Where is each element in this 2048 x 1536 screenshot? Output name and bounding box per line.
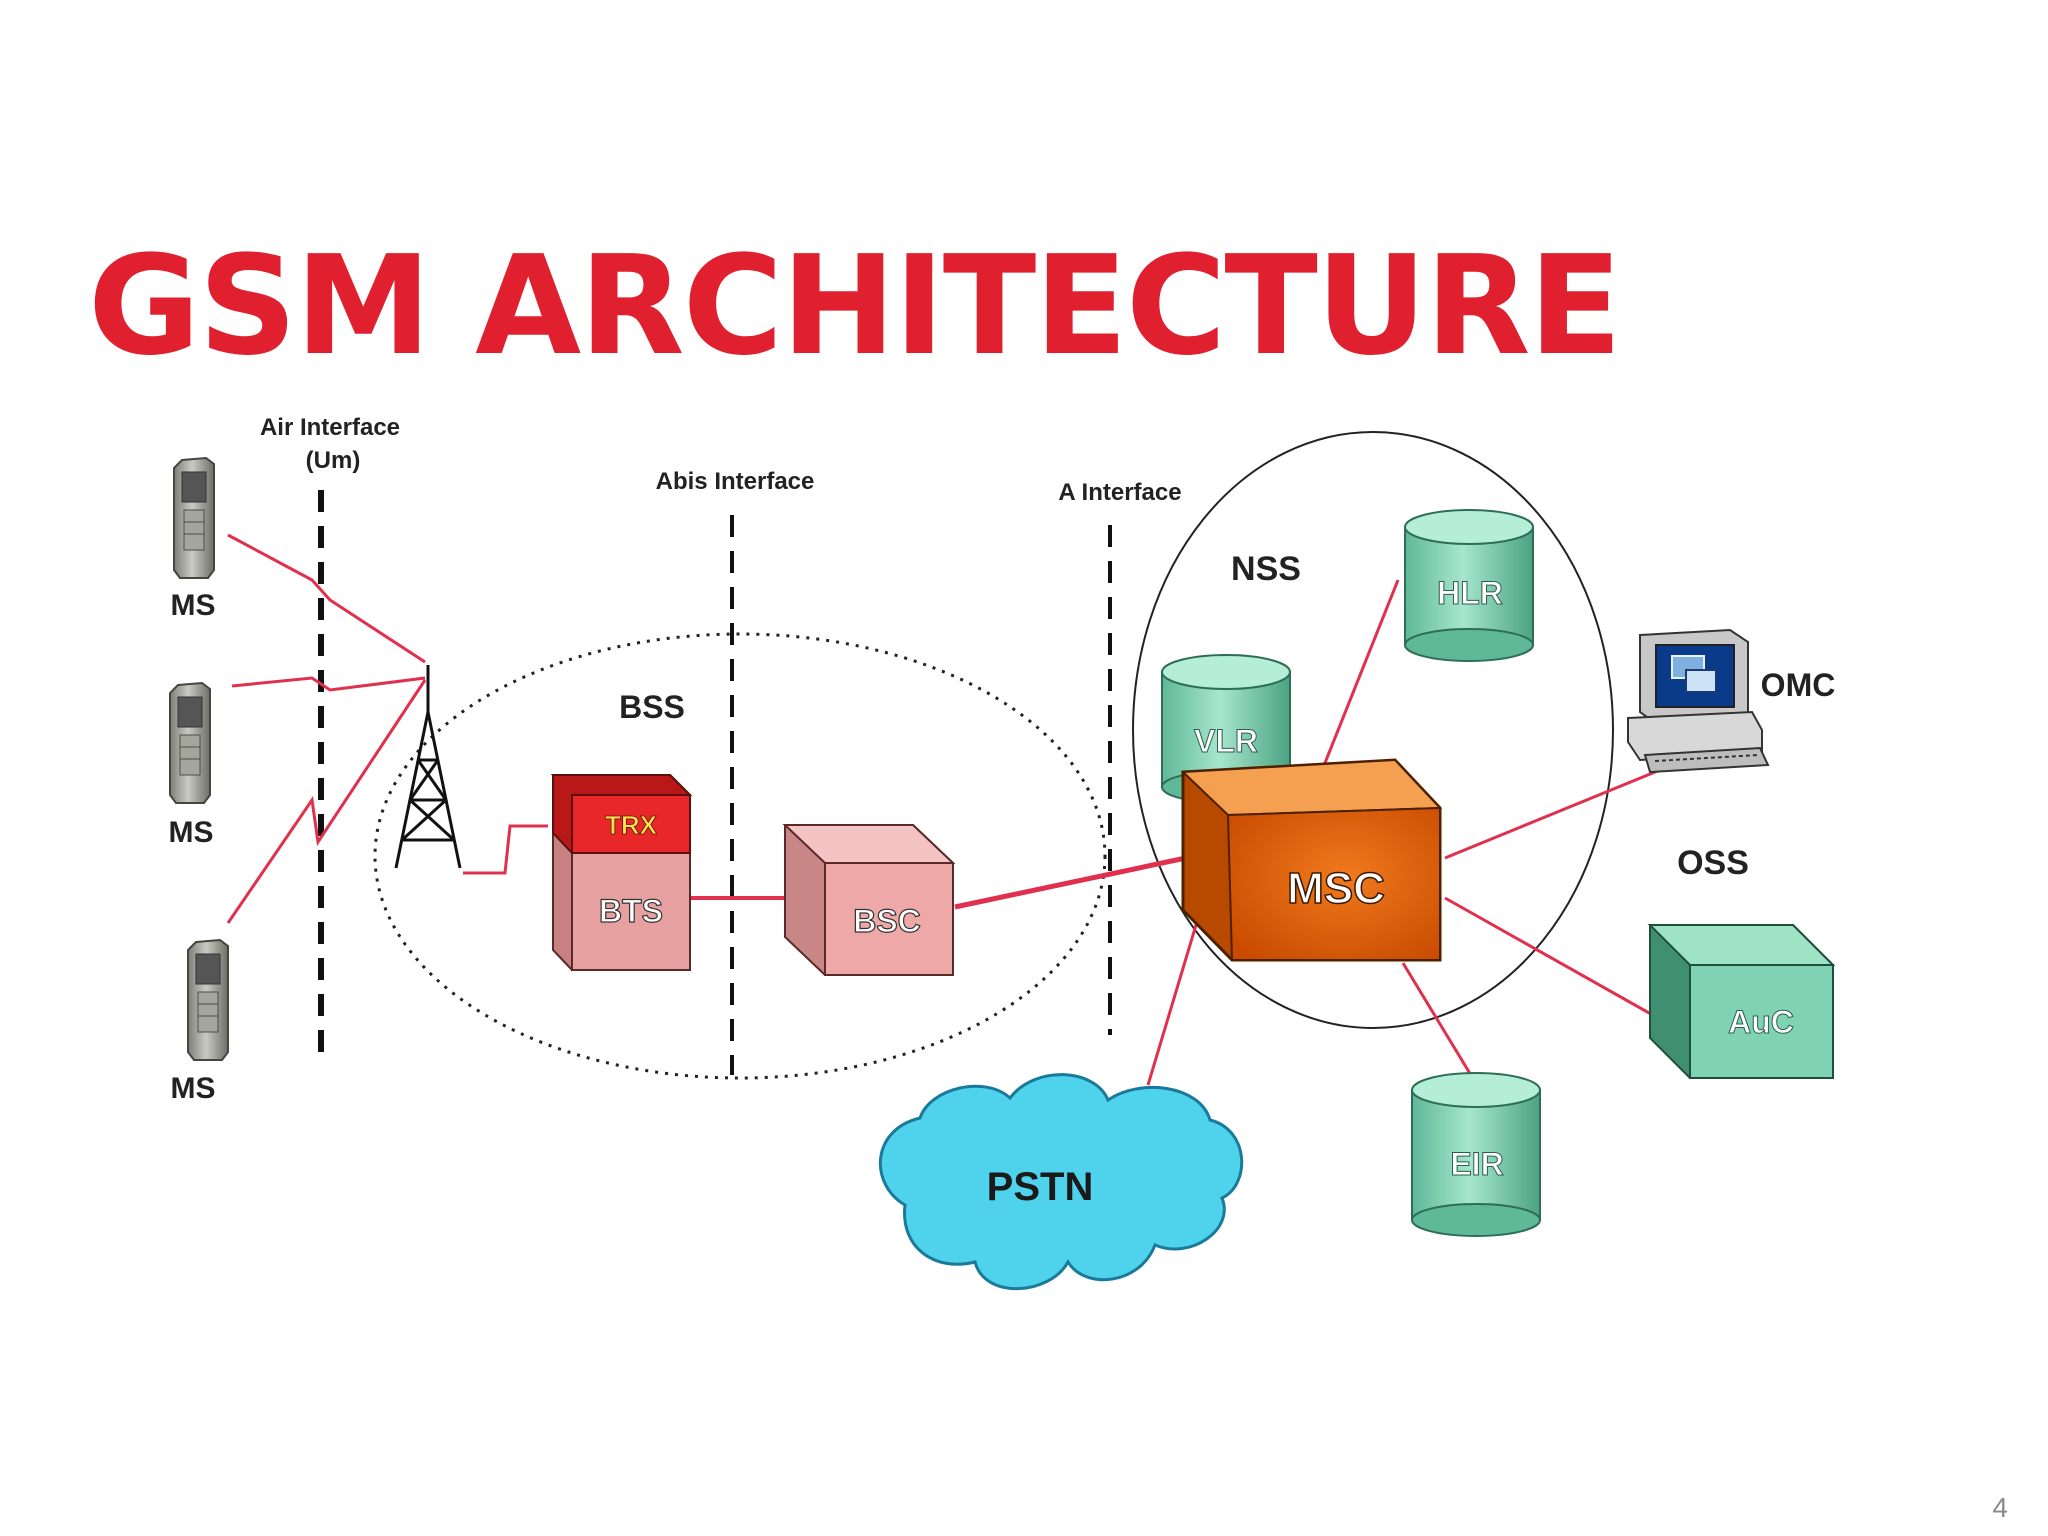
abis-interface-label: Abis Interface — [656, 468, 815, 495]
trx-module — [552, 774, 691, 854]
link-bsc-msc — [954, 852, 1201, 910]
database-cylinder-icon — [1411, 1072, 1541, 1237]
bsc-label: BSC — [853, 903, 921, 939]
msc-label: MSC — [1287, 864, 1385, 913]
trx-label: TRX — [605, 810, 658, 840]
eir-label: EIR — [1450, 1146, 1503, 1182]
bts-label: BTS — [599, 893, 663, 929]
air-interface-label: Air Interface — [260, 414, 400, 441]
air-interface-sublabel: (Um) — [306, 447, 361, 474]
auc-label: AuC — [1728, 1004, 1794, 1040]
ms-label: MS — [171, 589, 216, 622]
mobile-phone-icon — [187, 938, 229, 1061]
auc-node — [1647, 924, 1836, 1079]
bts-node — [550, 774, 693, 971]
slide-title: GSM ARCHITECTURE — [88, 227, 1622, 386]
radio-link-ms1 — [227, 533, 426, 664]
a-interface-label: A Interface — [1058, 479, 1181, 506]
nss-boundary — [1132, 431, 1614, 1029]
ms-label: MS — [169, 816, 214, 849]
link-msc-omc — [1444, 768, 1661, 860]
link-msc-hlr — [1315, 579, 1400, 784]
link-msc-pstn — [1146, 894, 1207, 1086]
computer-terminal-icon — [1627, 628, 1770, 774]
radio-link-ms2 — [231, 676, 426, 692]
mobile-phone-icon — [169, 681, 211, 804]
radio-link-ms3 — [226, 679, 427, 924]
cloud-icon — [878, 1073, 1244, 1291]
hlr-label: HLR — [1437, 575, 1503, 611]
link-msc-auc — [1444, 896, 1659, 1020]
link-tower-bts — [463, 824, 548, 875]
page-number: 4 — [1992, 1492, 2008, 1523]
bss-label: BSS — [619, 689, 685, 725]
bsc-node — [782, 824, 956, 976]
nss-label: NSS — [1231, 550, 1301, 588]
oss-label: OSS — [1677, 844, 1749, 882]
mobile-phone-icon — [173, 456, 215, 579]
bss-boundary — [373, 632, 1107, 1080]
msc-node — [1180, 758, 1443, 962]
database-cylinder-icon — [1404, 509, 1534, 662]
antenna-tower-icon — [394, 665, 462, 869]
pstn-label: PSTN — [987, 1165, 1094, 1209]
ms-label: MS — [171, 1072, 216, 1105]
omc-label: OMC — [1761, 667, 1836, 703]
vlr-label: VLR — [1194, 723, 1258, 759]
